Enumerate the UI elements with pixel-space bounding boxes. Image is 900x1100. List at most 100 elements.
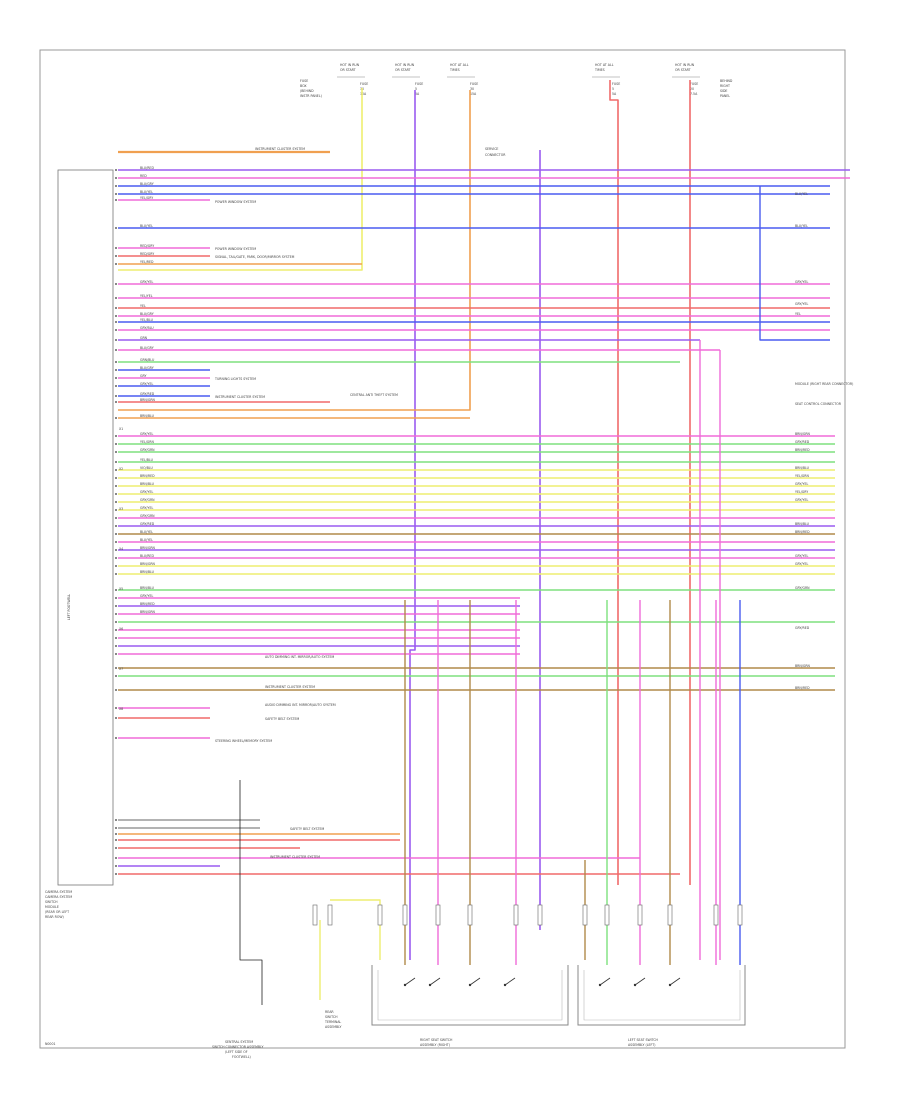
fuse-heading: HOT AT ALL — [595, 63, 614, 67]
connector-stub — [435, 904, 441, 926]
wire-label-left: GRN/BLU — [140, 358, 155, 362]
wire-label-left: BRN/RED — [140, 474, 155, 478]
connector-pin — [115, 307, 117, 309]
wire-feed-violet — [409, 90, 416, 960]
connector-stub — [537, 904, 543, 926]
connector-stub — [637, 904, 643, 926]
connector-pin — [115, 485, 117, 487]
svg-text:FOOTWELL): FOOTWELL) — [232, 1055, 251, 1059]
switch-contact — [469, 977, 481, 986]
wire-label-right: GRY/RED — [795, 626, 810, 630]
connector-tag: X1 — [119, 427, 123, 431]
switch-node — [503, 983, 507, 987]
wire-label-left: YEL/GRY — [140, 196, 153, 200]
wire-label-left: GRY/GRN — [140, 514, 155, 518]
wire-label-right: BRN/RED — [795, 530, 810, 534]
connector-pin — [115, 873, 117, 875]
wire-label-left: RED — [140, 174, 147, 178]
fuse-note: 7.5A — [690, 92, 698, 96]
connector-tag: X4 — [119, 547, 123, 551]
connector-pin — [115, 477, 117, 479]
wire-label-right: BRN/RED — [795, 686, 810, 690]
switch-node — [598, 983, 602, 987]
connector-pin — [115, 847, 117, 849]
wire-label-right: GRY/YEL — [795, 302, 808, 306]
connector-pin — [115, 263, 117, 265]
fuse-note: FUSE — [415, 82, 423, 86]
wire-label-left: BRN/GRN — [140, 546, 156, 550]
wire-label-left: GRY/BLU — [140, 326, 154, 330]
wire-label-left: GRY/YEL — [140, 490, 153, 494]
center-ground-caption: REAR SWITCH TERMINAL ASSEMBLY — [324, 1010, 342, 1029]
diagram-note: SIGNAL, TAIL/GATE, PARK, DOOR/MIRROR SYS… — [215, 255, 295, 259]
wire-label-left: BLU/GRY — [140, 366, 154, 370]
fuse-note: (BEHIND — [300, 89, 314, 93]
wire-label-left: BLU/YEL — [140, 538, 153, 542]
connector-pin — [115, 451, 117, 453]
fuse-note: 5 — [415, 87, 417, 91]
connector-pin — [115, 549, 117, 551]
connector-pin — [115, 717, 117, 719]
svg-text:RIGHT SEAT SWITCH: RIGHT SEAT SWITCH — [420, 1038, 453, 1042]
left-wire-labels: BLU/REDREDBLU/GRYBLU/YELYEL/GRYBLU/YELRE… — [140, 166, 156, 614]
wire-red-v — [609, 80, 619, 885]
right-seat-switch-assembly — [371, 965, 569, 1026]
fuse-note: 5A — [612, 92, 617, 96]
connector-tag: X5 — [119, 587, 123, 591]
wire-label-left: GRY/YEL — [140, 382, 153, 386]
wire-label-left: BRN/GRN — [140, 610, 156, 614]
diagram-note: MODULE (RIGHT REAR CONNECTOR) — [795, 382, 853, 386]
module-caption-line: REAR ROW) — [45, 915, 64, 919]
wire-label-left: GRY/YEL — [140, 506, 153, 510]
wire-label-left: BLU/RED — [140, 166, 154, 170]
wire-label-right: YEL/GRN — [795, 474, 809, 478]
wire-yellow-lower — [330, 899, 381, 960]
connector-pin — [115, 509, 117, 511]
connector-pin — [115, 629, 117, 631]
module-caption-line: SWITCH — [45, 900, 58, 904]
wire-label-left: BRN/BLU — [140, 482, 155, 486]
wire-label-left: GRY/YEL — [140, 594, 153, 598]
connector-pin — [115, 675, 117, 677]
connector-tag: X7 — [119, 667, 123, 671]
connector-pin — [115, 169, 117, 171]
wire-label-left: GRY/YEL — [140, 432, 153, 436]
fuse-note: FUSE — [300, 79, 308, 83]
wire-label-left: GRY/RED — [140, 392, 155, 396]
connector-pin — [115, 297, 117, 299]
wire-label-left: GRY/GRN — [140, 448, 155, 452]
connector-pin — [115, 557, 117, 559]
left-seat-switch-assembly — [577, 965, 746, 1026]
wire-feed-yellow — [118, 88, 363, 271]
wire-label-left: BRN/RED — [140, 602, 155, 606]
switch-contact — [634, 977, 646, 986]
svg-text:SWITCH: SWITCH — [325, 1015, 338, 1019]
connector-pin — [115, 443, 117, 445]
connector-pin — [115, 541, 117, 543]
connector-pin — [115, 315, 117, 317]
fuse-heading: HOT IN RUN — [340, 63, 360, 67]
switch-contact — [669, 977, 681, 986]
fuse-note: 15A — [470, 92, 477, 96]
diagram-note: INSTRUMENT CLUSTER SYSTEM — [265, 685, 315, 689]
wire-label-left: BLU/GRY — [140, 346, 154, 350]
wire-label-left: GRY/GRN — [140, 498, 155, 502]
connector-pin — [115, 247, 117, 249]
wire-blue-return — [759, 186, 830, 341]
connector-tag: X6 — [119, 627, 123, 631]
fuse-note: FUSE — [470, 82, 478, 86]
bottom-caption-left: SENTRAL SYSTEM SWITCH CONNECTOR ASSEMBLY… — [212, 1040, 263, 1059]
svg-text:REAR: REAR — [325, 1010, 334, 1014]
connector-pin — [115, 737, 117, 739]
connector-pin — [115, 637, 117, 639]
connector-pin — [115, 827, 117, 829]
connector-stub — [737, 904, 743, 926]
connector-pin — [115, 417, 117, 419]
connector-pin — [115, 645, 117, 647]
bottom-caption-right: LEFT SEAT SWITCH ASSEMBLY (LEFT) — [628, 1038, 659, 1047]
connector-stub — [582, 904, 588, 926]
wire-label-right: GRY/YEL — [795, 280, 808, 284]
bottom-caption-mid: RIGHT SEAT SWITCH ASSEMBLY (RIGHT) — [420, 1038, 453, 1047]
wire-label-left: BRN/GRN — [140, 562, 156, 566]
